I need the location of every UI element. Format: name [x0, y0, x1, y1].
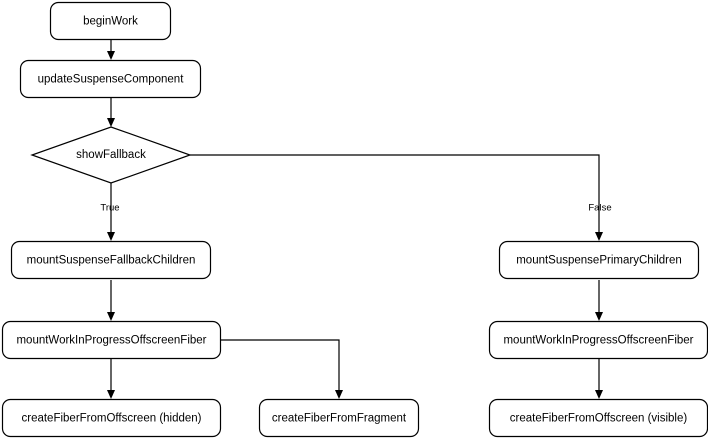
node-begin-work-shape[interactable]	[49, 1, 172, 41]
node-mount-suspense-fallback-children-shape[interactable]	[10, 240, 212, 280]
edge-mountwipoffscreenfiber-to-createfiberfromoffscreen-hidden	[107, 359, 115, 399]
node-create-fiber-from-fragment-shape[interactable]	[258, 398, 420, 438]
node-create-fiber-from-offscreen-hidden[interactable]: createFiberFromOffscreen (hidden)	[1, 398, 222, 438]
node-mount-work-in-progress-offscreen-fiber-left-label: mountWorkInProgressOffscreenFiber	[16, 335, 206, 347]
node-create-fiber-from-offscreen-hidden-shape[interactable]	[1, 398, 222, 438]
node-begin-work-label: beginWork	[83, 16, 138, 28]
node-show-fallback-label: showFallback	[76, 149, 146, 161]
node-create-fiber-from-offscreen-visible-label: createFiberFromOffscreen (visible)	[510, 413, 688, 425]
node-begin-work[interactable]: beginWork	[49, 1, 172, 41]
node-show-fallback-shape[interactable]	[30, 126, 192, 184]
edge-updatesuspensecomponent-to-showfallback	[107, 98, 115, 127]
node-mount-work-in-progress-offscreen-fiber-left-shape[interactable]	[1, 320, 222, 360]
node-mount-work-in-progress-offscreen-fiber-right-label: mountWorkInProgressOffscreenFiber	[503, 335, 693, 347]
node-update-suspense-component-shape[interactable]	[19, 59, 202, 99]
node-mount-work-in-progress-offscreen-fiber-right[interactable]: mountWorkInProgressOffscreenFiber	[488, 320, 708, 360]
node-mount-suspense-primary-children[interactable]: mountSuspensePrimaryChildren	[498, 240, 700, 280]
edge-label-true: True	[100, 203, 119, 214]
edge-label-false: False	[588, 203, 611, 214]
node-create-fiber-from-offscreen-hidden-label: createFiberFromOffscreen (hidden)	[21, 413, 201, 425]
node-update-suspense-component[interactable]: updateSuspenseComponent	[19, 59, 202, 99]
edge-showfallback-true	[107, 183, 115, 241]
edge-beginwork-to-updatesuspensecomponent	[107, 40, 115, 60]
edge-mountsuspensefallbackchildren-to-mountwipoffscreenfiber	[107, 280, 115, 321]
node-update-suspense-component-label: updateSuspenseComponent	[38, 74, 185, 86]
node-create-fiber-from-offscreen-visible[interactable]: createFiberFromOffscreen (visible)	[488, 398, 708, 438]
node-mount-suspense-fallback-children[interactable]: mountSuspenseFallbackChildren	[10, 240, 212, 280]
edge-mountsuspenseprimarychildren-to-mountwipoffscreenfiber	[595, 280, 603, 321]
node-create-fiber-from-fragment-label: createFiberFromFragment	[272, 413, 407, 425]
node-mount-suspense-primary-children-shape[interactable]	[498, 240, 700, 280]
node-show-fallback-decision[interactable]: showFallback	[30, 126, 192, 184]
edge-mountwipoffscreenfiber-to-createfiberfromfragment	[221, 339, 343, 399]
node-mount-suspense-primary-children-label: mountSuspensePrimaryChildren	[516, 255, 682, 267]
node-mount-work-in-progress-offscreen-fiber-left[interactable]: mountWorkInProgressOffscreenFiber	[1, 320, 222, 360]
edge-mountwipoffscreenfiber-right-to-createfiberfromoffscreen-visible	[595, 359, 603, 399]
node-create-fiber-from-fragment[interactable]: createFiberFromFragment	[258, 398, 420, 438]
edge-showfallback-false	[190, 154, 603, 241]
node-mount-suspense-fallback-children-label: mountSuspenseFallbackChildren	[27, 255, 196, 267]
